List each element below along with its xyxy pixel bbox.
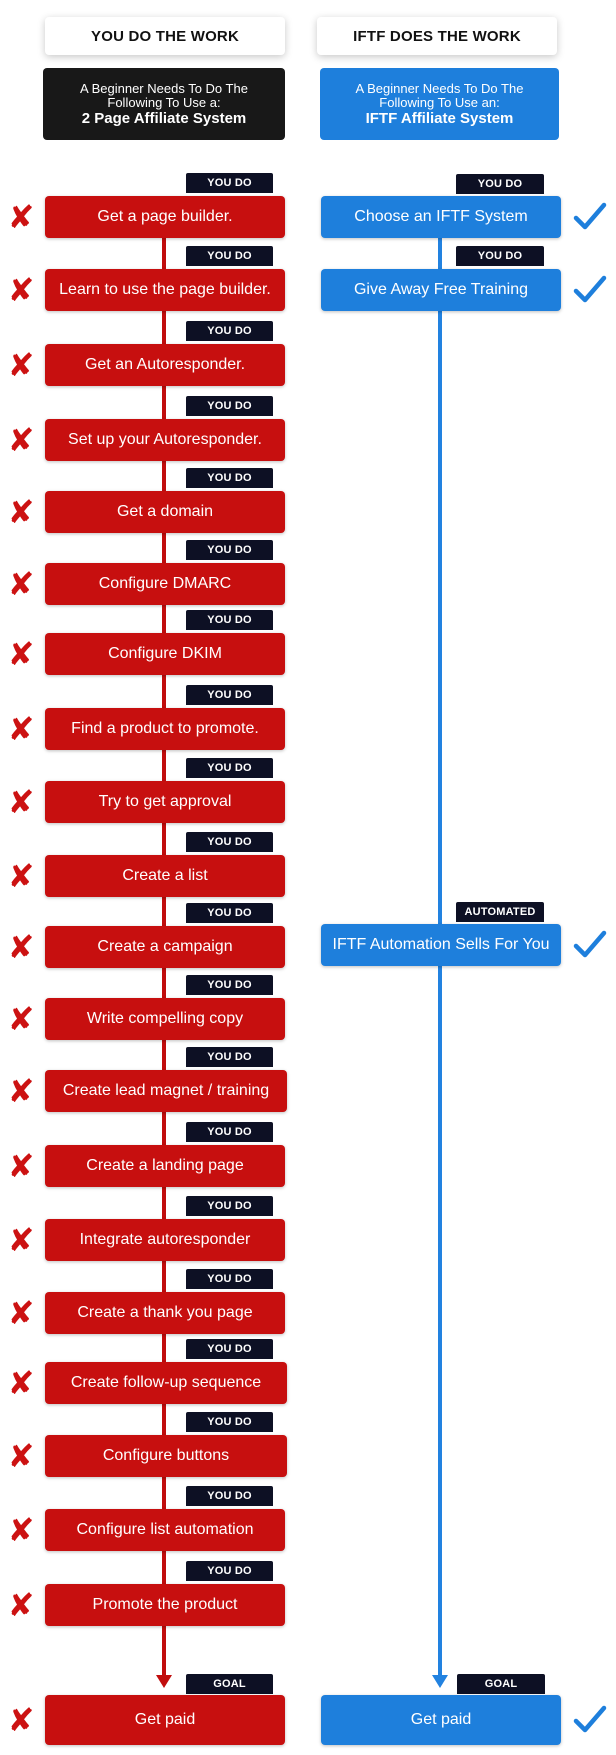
x-mark-icon: ✘ — [7, 199, 35, 235]
tag-you-do: YOU DO — [186, 975, 273, 995]
step-choose-iftf-system: Choose an IFTF System — [321, 196, 561, 238]
left-intro-system-name: 2 Page Affiliate System — [81, 110, 247, 127]
right-column-header: IFTF DOES THE WORK — [317, 17, 557, 55]
left-intro-line2: Following To Use a: — [107, 95, 221, 110]
x-mark-icon: ✘ — [7, 1512, 35, 1548]
right-intro-box: A Beginner Needs To Do The Following To … — [320, 68, 559, 140]
step-configure-dmarc: Configure DMARC — [45, 563, 285, 605]
x-mark-icon: ✘ — [7, 1365, 35, 1401]
tag-you-do: YOU DO — [186, 396, 273, 416]
step-configure-list-automation: Configure list automation — [45, 1509, 285, 1551]
tag-you-do: YOU DO — [186, 321, 273, 341]
left-intro-line1: A Beginner Needs To Do The — [80, 81, 248, 96]
right-intro-line1: A Beginner Needs To Do The — [355, 81, 524, 96]
tag-you-do: YOU DO — [186, 1412, 273, 1432]
step-find-product: Find a product to promote. — [45, 708, 285, 750]
tag-you-do: YOU DO — [186, 903, 273, 923]
step-get-paid-left: Get paid — [45, 1695, 285, 1745]
x-mark-icon: ✘ — [7, 1222, 35, 1258]
tag-you-do: YOU DO — [186, 832, 273, 852]
tag-you-do: YOU DO — [456, 174, 544, 194]
x-mark-icon: ✘ — [7, 1295, 35, 1331]
tag-you-do: YOU DO — [186, 1486, 273, 1506]
step-get-autoresponder: Get an Autoresponder. — [45, 344, 285, 386]
tag-you-do: YOU DO — [186, 1047, 273, 1067]
step-configure-buttons: Configure buttons — [45, 1435, 287, 1477]
left-flow-arrowhead — [156, 1675, 172, 1688]
tag-you-do: YOU DO — [186, 685, 273, 705]
check-icon — [573, 275, 607, 303]
step-create-thank-you-page: Create a thank you page — [45, 1292, 285, 1334]
x-mark-icon: ✘ — [7, 929, 35, 965]
tag-automated: AUTOMATED — [456, 902, 544, 922]
tag-you-do: YOU DO — [186, 540, 273, 560]
step-create-follow-up-sequence: Create follow-up sequence — [45, 1362, 287, 1404]
x-mark-icon: ✘ — [7, 1148, 35, 1184]
x-mark-icon: ✘ — [7, 1073, 35, 1109]
tag-you-do: YOU DO — [186, 468, 273, 488]
left-column-header: YOU DO THE WORK — [45, 17, 285, 55]
step-get-page-builder: Get a page builder. — [45, 196, 285, 238]
x-mark-icon: ✘ — [7, 566, 35, 602]
x-mark-icon: ✘ — [7, 422, 35, 458]
step-learn-page-builder: Learn to use the page builder. — [45, 269, 285, 311]
step-create-campaign: Create a campaign — [45, 926, 285, 968]
step-give-away-free-training: Give Away Free Training — [321, 269, 561, 311]
tag-you-do: YOU DO — [186, 173, 273, 193]
x-mark-icon: ✘ — [7, 1587, 35, 1623]
tag-goal: GOAL — [186, 1674, 273, 1694]
step-get-approval: Try to get approval — [45, 781, 285, 823]
tag-you-do: YOU DO — [186, 758, 273, 778]
x-mark-icon: ✘ — [7, 636, 35, 672]
step-write-copy: Write compelling copy — [45, 998, 285, 1040]
step-get-domain: Get a domain — [45, 491, 285, 533]
tag-you-do: YOU DO — [456, 246, 544, 266]
x-mark-icon: ✘ — [7, 1001, 35, 1037]
x-mark-icon: ✘ — [7, 494, 35, 530]
left-intro-box: A Beginner Needs To Do The Following To … — [43, 68, 285, 140]
x-mark-icon: ✘ — [7, 858, 35, 894]
check-icon — [573, 930, 607, 958]
step-set-up-autoresponder: Set up your Autoresponder. — [45, 419, 285, 461]
tag-you-do: YOU DO — [186, 1122, 273, 1142]
x-mark-icon: ✘ — [7, 347, 35, 383]
x-mark-icon: ✘ — [7, 1702, 35, 1738]
right-intro-line2: Following To Use an: — [379, 95, 500, 110]
step-create-lead-magnet: Create lead magnet / training — [45, 1070, 287, 1112]
step-iftf-automation-sells: IFTF Automation Sells For You — [321, 924, 561, 966]
tag-you-do: YOU DO — [186, 246, 273, 266]
x-mark-icon: ✘ — [7, 1438, 35, 1474]
tag-you-do: YOU DO — [186, 1269, 273, 1289]
tag-you-do: YOU DO — [186, 1339, 273, 1359]
step-configure-dkim: Configure DKIM — [45, 633, 285, 675]
check-icon — [573, 1705, 607, 1733]
x-mark-icon: ✘ — [7, 272, 35, 308]
check-icon — [573, 202, 607, 230]
step-create-landing-page: Create a landing page — [45, 1145, 285, 1187]
tag-you-do: YOU DO — [186, 1561, 273, 1581]
tag-goal: GOAL — [457, 1674, 545, 1694]
right-flow-arrowhead — [432, 1675, 448, 1688]
step-promote-product: Promote the product — [45, 1584, 285, 1626]
step-get-paid-right: Get paid — [321, 1695, 561, 1745]
x-mark-icon: ✘ — [7, 711, 35, 747]
right-intro-system-name: IFTF Affiliate System — [365, 110, 514, 127]
step-integrate-autoresponder: Integrate autoresponder — [45, 1219, 285, 1261]
tag-you-do: YOU DO — [186, 1196, 273, 1216]
x-mark-icon: ✘ — [7, 784, 35, 820]
tag-you-do: YOU DO — [186, 610, 273, 630]
step-create-list: Create a list — [45, 855, 285, 897]
